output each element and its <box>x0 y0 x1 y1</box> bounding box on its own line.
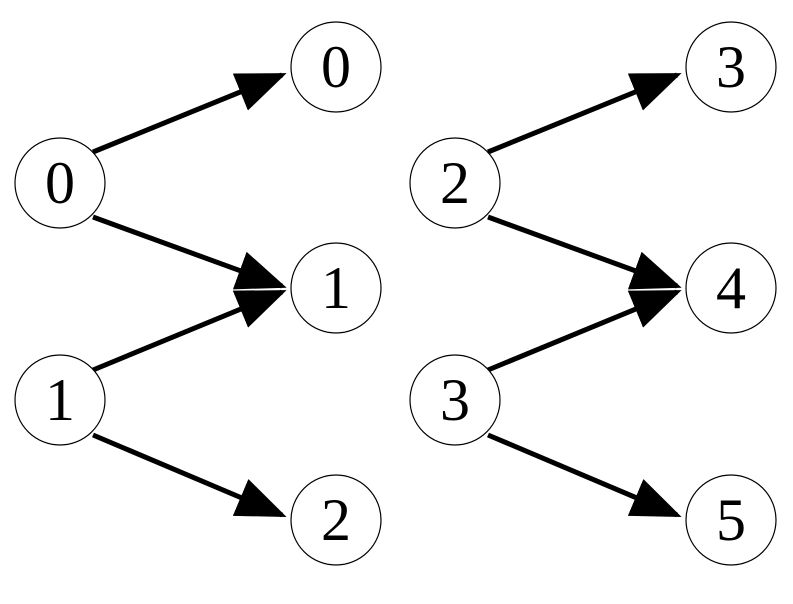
node-label: 0 <box>45 150 75 216</box>
node-label: 4 <box>716 255 746 321</box>
node-label: 1 <box>45 367 75 433</box>
edges <box>92 72 682 518</box>
edge-right-3-to-4 <box>487 289 682 373</box>
node-left-source-1: 1 <box>14 354 106 446</box>
left-group: 0 1 0 1 2 <box>14 21 382 566</box>
node-label: 2 <box>321 487 351 553</box>
node-left-target-2: 2 <box>290 474 382 566</box>
edge-right-2-to-4 <box>487 214 682 290</box>
node-label: 1 <box>321 255 351 321</box>
edge-left-0-to-0 <box>92 72 287 155</box>
node-right-target-5: 5 <box>685 474 777 566</box>
node-label: 3 <box>716 34 746 100</box>
node-label: 3 <box>440 367 470 433</box>
node-label: 0 <box>321 34 351 100</box>
edge-right-3-to-5 <box>487 432 682 518</box>
node-label: 5 <box>716 487 746 553</box>
node-left-target-1: 1 <box>290 242 382 334</box>
edge-left-1-to-2 <box>92 432 287 518</box>
node-right-source-2: 2 <box>409 137 501 229</box>
node-right-target-3: 3 <box>685 21 777 113</box>
node-left-target-0: 0 <box>290 21 382 113</box>
node-label: 2 <box>440 150 470 216</box>
edge-left-0-to-1 <box>92 214 287 290</box>
right-group: 2 3 3 4 5 <box>409 21 777 566</box>
node-right-source-3: 3 <box>409 354 501 446</box>
edge-right-2-to-3 <box>487 72 682 155</box>
edge-left-1-to-1 <box>92 289 287 373</box>
node-left-source-0: 0 <box>14 137 106 229</box>
node-right-target-4: 4 <box>685 242 777 334</box>
